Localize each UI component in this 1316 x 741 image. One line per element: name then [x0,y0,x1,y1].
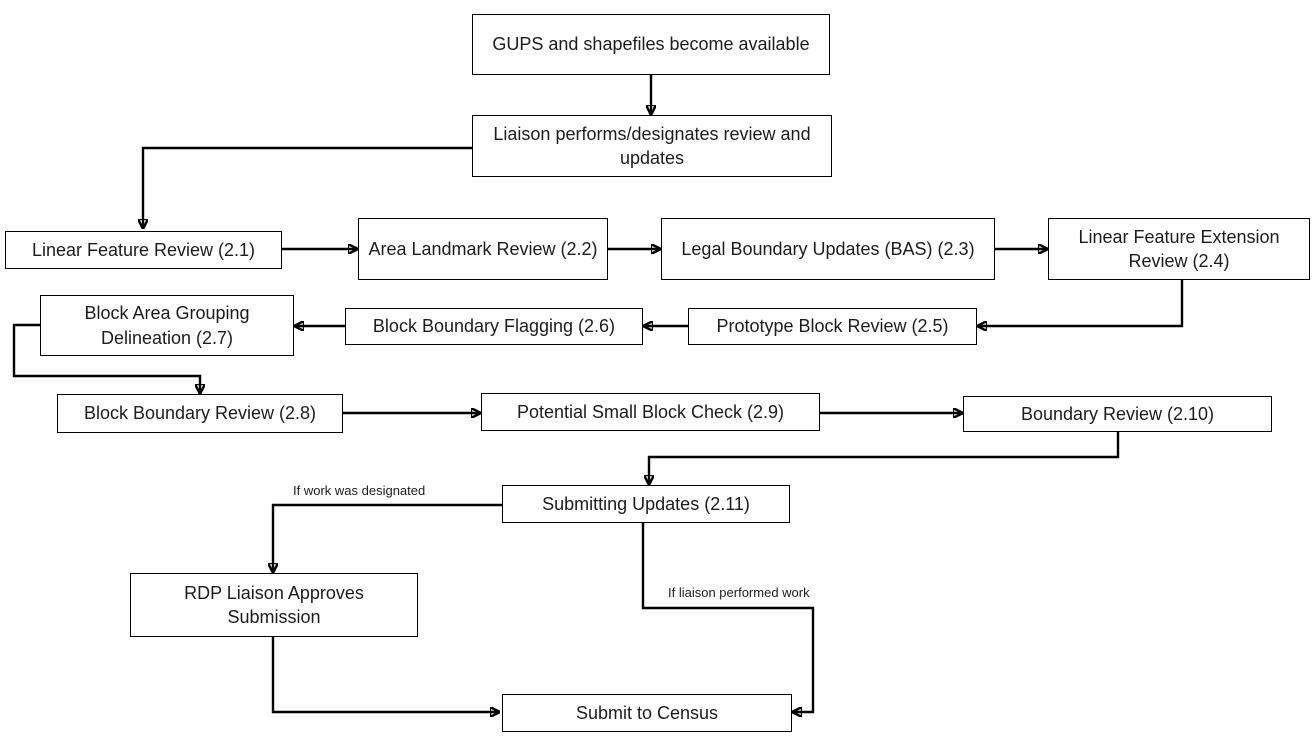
node-potential-small-block: Potential Small Block Check (2.9) [481,393,820,431]
edge-liaison-to-linear-feature [143,146,472,229]
node-legal-boundary-updates: Legal Boundary Updates (BAS) (2.3) [661,218,995,280]
node-linear-feature-ext: Linear Feature Extension Review (2.4) [1048,218,1310,280]
node-area-landmark-review: Area Landmark Review (2.2) [358,218,608,280]
edge-2.10-to-2.11 [649,432,1120,485]
edge-rdp-to-submit-census [271,637,500,712]
edge-2.4-to-2.5 [977,280,1184,326]
edge-2.11-to-rdp-approves [273,503,502,573]
node-block-area-grouping: Block Area Grouping Delineation (2.7) [40,295,294,356]
node-submit-to-census: Submit to Census [502,694,792,732]
node-block-boundary-review: Block Boundary Review (2.8) [57,394,343,433]
node-prototype-block-review: Prototype Block Review (2.5) [688,308,977,345]
node-block-boundary-flag: Block Boundary Flagging (2.6) [345,308,643,345]
node-submitting-updates: Submitting Updates (2.11) [502,485,790,523]
edge-label-liaison-performed: If liaison performed work [668,585,810,600]
node-boundary-review: Boundary Review (2.10) [963,396,1272,432]
node-gups-available: GUPS and shapefiles become available [472,14,830,75]
node-linear-feature-review: Linear Feature Review (2.1) [5,231,282,269]
node-liaison-review: Liaison performs/designates review and u… [472,115,832,177]
node-rdp-liaison-approves: RDP Liaison Approves Submission [130,573,418,637]
edge-label-work-designated: If work was designated [293,483,426,498]
edge-2.7-to-2.8 [12,323,200,394]
edge-2.11-to-submit-census [641,523,815,712]
